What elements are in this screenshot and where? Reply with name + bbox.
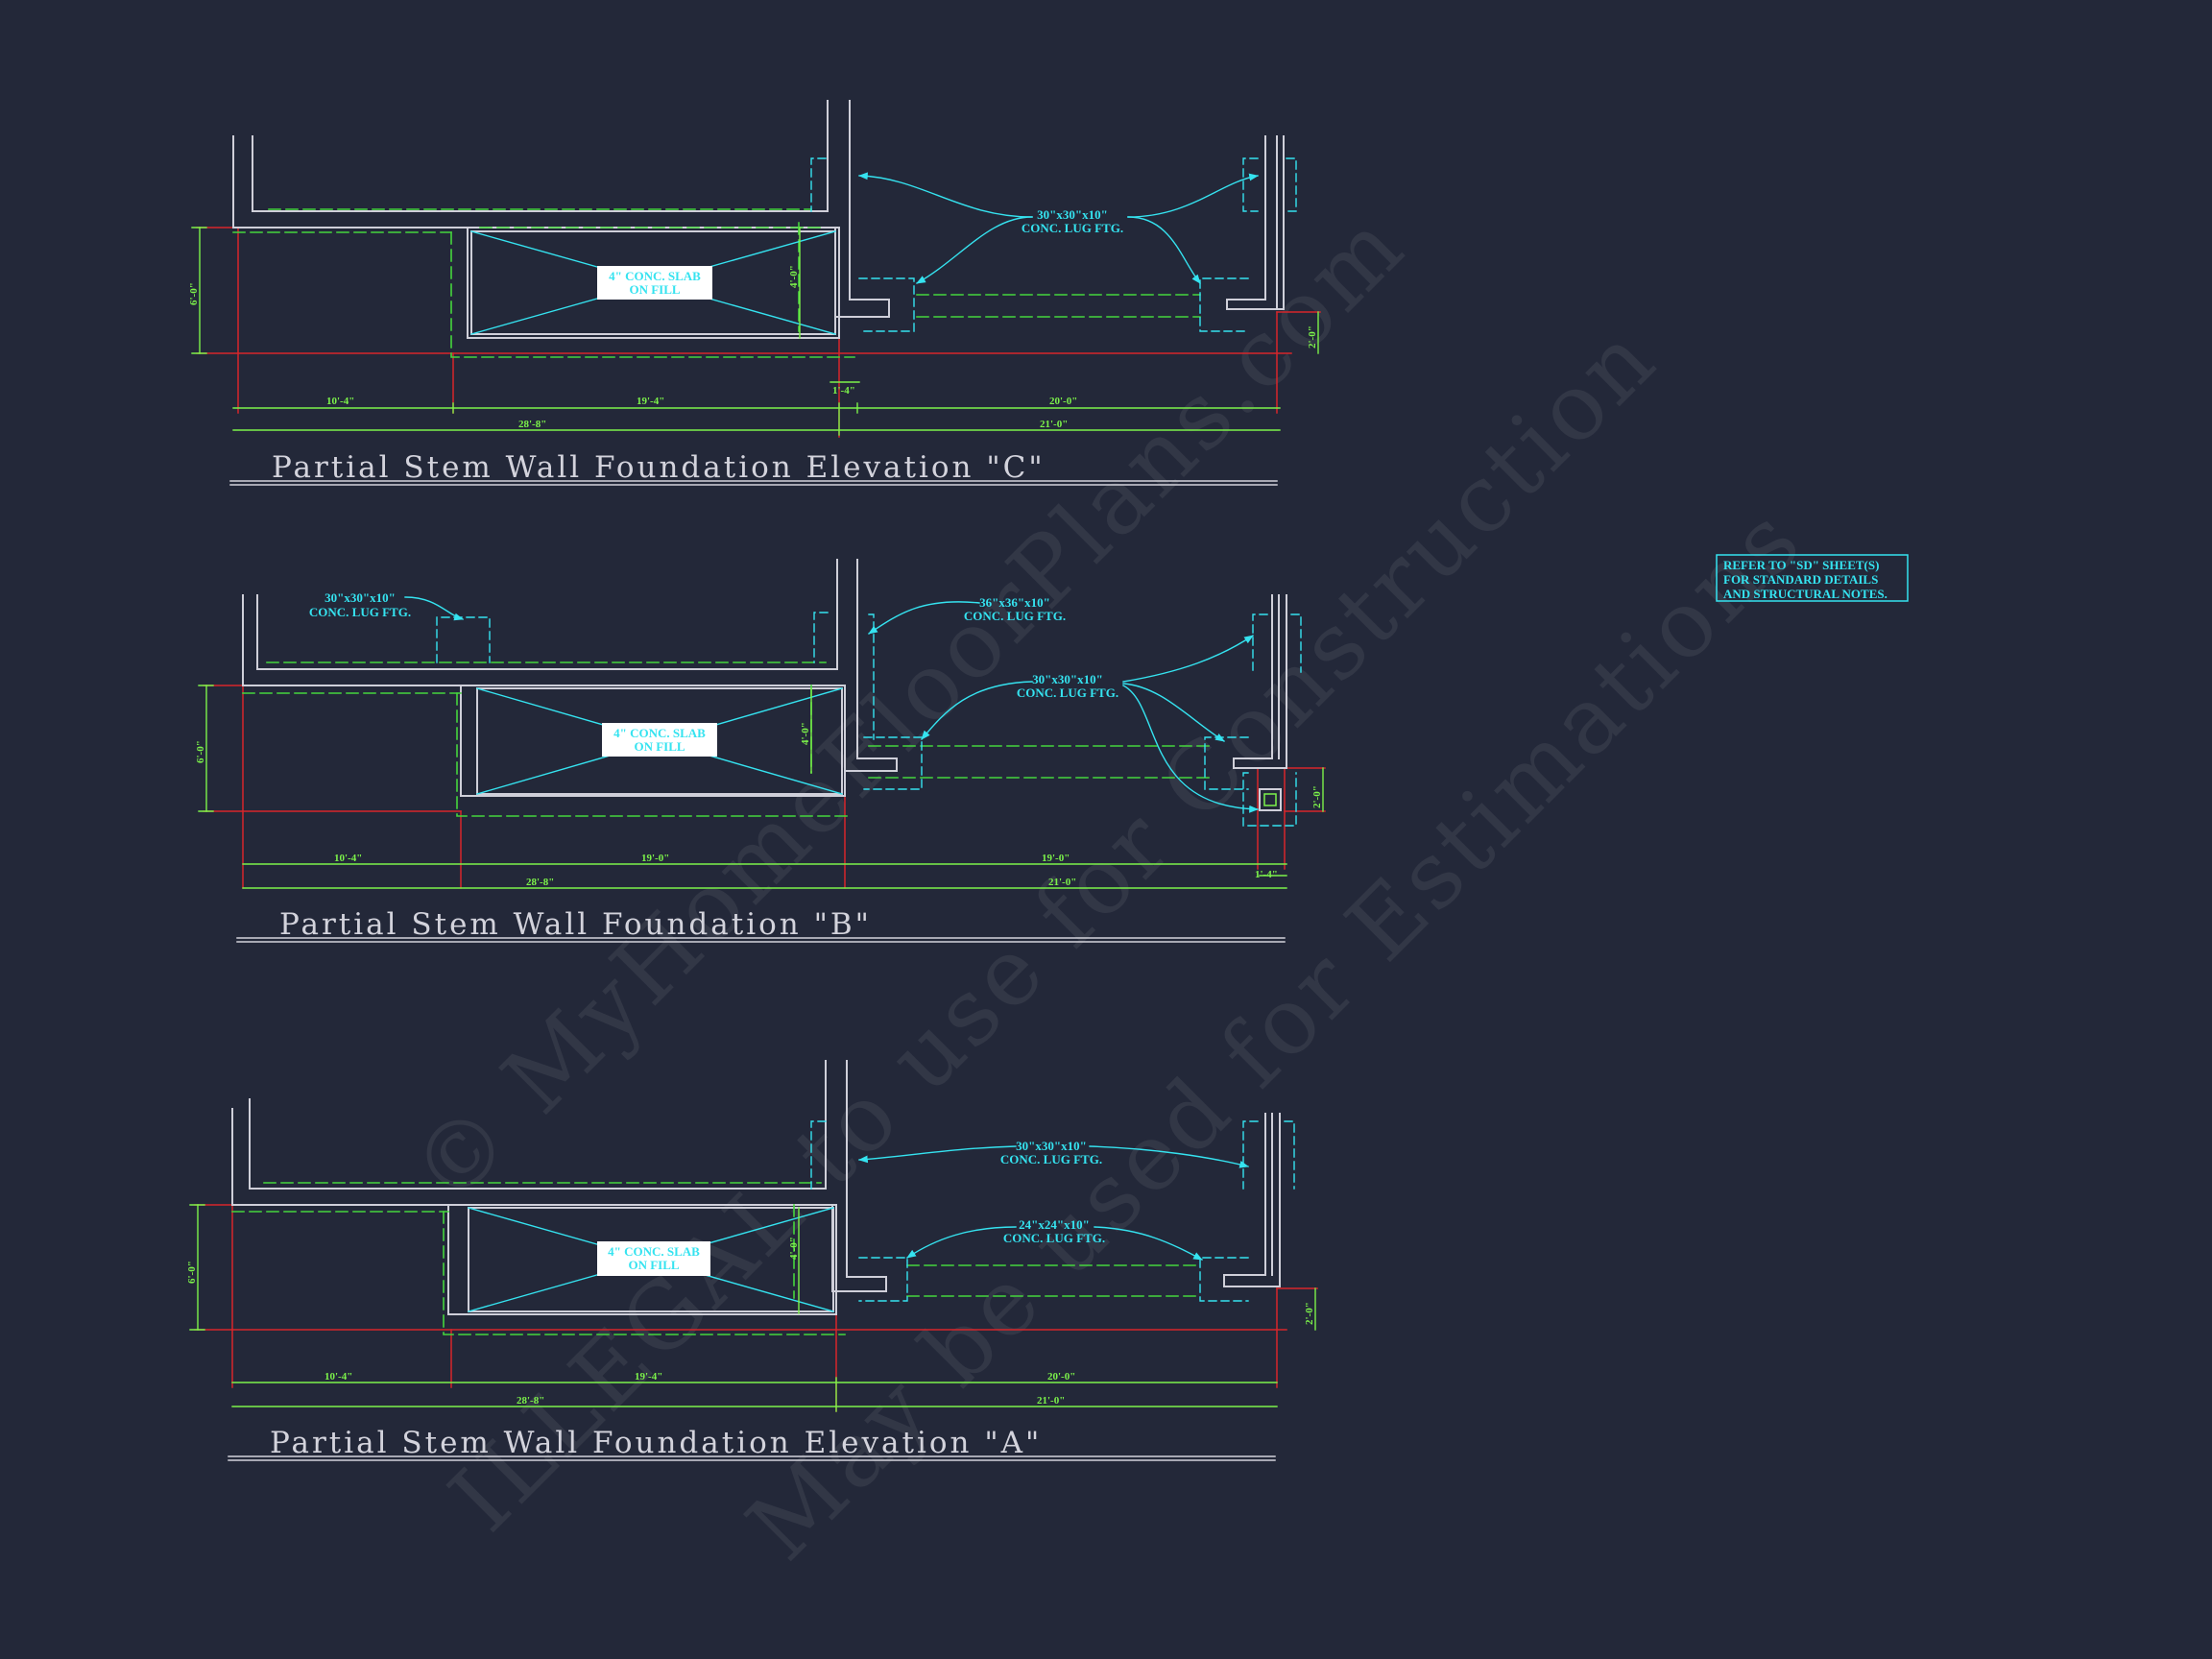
dimension-lines-a [189, 1204, 1316, 1412]
slab-label-box-c [597, 266, 712, 300]
watermark: © MyHomeFloorPlans.com ILLEGAL to use fo… [391, 191, 1822, 1581]
dim-a-total-left: 28'-8" [517, 1395, 544, 1407]
dim-a-seg-2: 19'-4" [635, 1371, 662, 1382]
column-footing-marker-b [1259, 788, 1282, 811]
lug-footings-c [810, 157, 1297, 332]
footing-note-a-low-line-2: CONC. LUG FTG. [1003, 1231, 1105, 1245]
elevation-c: 4" CONC. SLAB ON FILL 30"x30"x10" CONC. … [188, 100, 1321, 486]
dim-b-seg-2: 19'-0" [641, 853, 669, 864]
dimension-lines-c [191, 227, 1319, 436]
dim-c-seg-2: 19'-4" [637, 396, 664, 407]
stem-walls-c [232, 100, 1285, 339]
lug-footings-a [810, 1120, 1295, 1302]
footing-note-a-low-line-1: 24"x24"x10" [1019, 1217, 1090, 1232]
footing-note-b-top-line-1: 36"x36"x10" [979, 595, 1050, 610]
footing-note-b-mid-line-2: CONC. LUG FTG. [1017, 685, 1118, 700]
dim-b-small: 1'-4" [1255, 869, 1278, 880]
dim-c-seg-3: 20'-0" [1049, 396, 1077, 407]
dimension-lines-b [198, 685, 1324, 889]
dim-b-slab-height: 4'-0" [800, 722, 811, 745]
leader-lines-b [404, 596, 1259, 813]
dim-a-right-height: 2'-0" [1304, 1302, 1315, 1325]
general-note-line-2: FOR STANDARD DETAILS [1723, 572, 1878, 587]
dim-a-total-right: 21'-0" [1037, 1395, 1065, 1407]
footing-outlines-c [232, 208, 1201, 358]
title-elevation-a: Partial Stem Wall Foundation Elevation "… [270, 1426, 1042, 1460]
dim-c-left-height: 6'-0" [188, 282, 200, 305]
slab-label-box-b [602, 723, 717, 757]
dim-c-slab-height: 4'-0" [788, 265, 800, 288]
dim-a-slab-height: 4'-0" [788, 1237, 800, 1260]
general-note-box [1716, 554, 1909, 602]
title-elevation-b: Partial Stem Wall Foundation "B" [279, 907, 872, 942]
footing-note-b-left-line-1: 30"x30"x10" [325, 590, 396, 605]
dim-b-seg-1: 10'-4" [334, 853, 362, 864]
footing-note-b-left-line-2: CONC. LUG FTG. [309, 605, 411, 619]
dim-a-seg-1: 10'-4" [325, 1371, 352, 1382]
dim-a-seg-3: 20'-0" [1047, 1371, 1075, 1382]
dim-c-right-height: 2'-0" [1307, 325, 1318, 349]
slab-label-b-line-1: 4" CONC. SLAB [613, 726, 706, 740]
dim-c-small: 1'-4" [832, 385, 855, 397]
lug-footings-b [436, 612, 1302, 827]
dim-b-left-height: 6'-0" [195, 740, 206, 763]
dim-c-total-left: 28'-8" [518, 419, 546, 430]
general-note-line-3: AND STRUCTURAL NOTES. [1723, 587, 1887, 601]
dim-b-seg-3: 19'-0" [1042, 853, 1070, 864]
general-note-line-1: REFER TO "SD" SHEET(S) [1723, 558, 1879, 572]
dim-c-total-right: 21'-0" [1040, 419, 1068, 430]
slab-label-a-line-2: ON FILL [628, 1258, 679, 1272]
slab-label-b-line-2: ON FILL [634, 739, 685, 754]
footing-note-c-line-1: 30"x30"x10" [1037, 207, 1108, 222]
leader-lines-c [858, 172, 1259, 284]
leader-lines-a [858, 1145, 1249, 1261]
slab-label-a-line-1: 4" CONC. SLAB [608, 1244, 700, 1259]
elevation-a: 4" CONC. SLAB ON FILL 30"x30"x10" CONC. … [186, 1060, 1318, 1461]
dim-a-left-height: 6'-0" [186, 1261, 198, 1284]
footing-note-b-mid-line-1: 30"x30"x10" [1032, 672, 1103, 686]
footing-outlines-a [231, 1182, 1201, 1335]
dim-b-right-height: 2'-0" [1311, 785, 1323, 808]
dim-b-total-left: 28'-8" [526, 877, 554, 888]
footing-note-a-top-line-1: 30"x30"x10" [1016, 1139, 1087, 1153]
slab-label-c-line-1: 4" CONC. SLAB [609, 269, 701, 283]
footing-note-c-line-2: CONC. LUG FTG. [1022, 221, 1123, 235]
stem-walls-b [242, 559, 1287, 797]
general-note: REFER TO "SD" SHEET(S) FOR STANDARD DETA… [1716, 554, 1909, 602]
slab-label-box-a [597, 1241, 710, 1276]
footing-note-a-top-line-2: CONC. LUG FTG. [1000, 1152, 1102, 1166]
elevation-b: 4" CONC. SLAB ON FILL 30"x30"x10" CONC. … [195, 559, 1326, 943]
title-elevation-c: Partial Stem Wall Foundation Elevation "… [272, 450, 1046, 485]
dim-c-seg-1: 10'-4" [326, 396, 354, 407]
stem-walls-a [231, 1060, 1281, 1315]
footing-note-b-top-line-2: CONC. LUG FTG. [964, 609, 1066, 623]
slab-label-c-line-2: ON FILL [629, 282, 680, 297]
dim-b-total-right: 21'-0" [1048, 877, 1076, 888]
